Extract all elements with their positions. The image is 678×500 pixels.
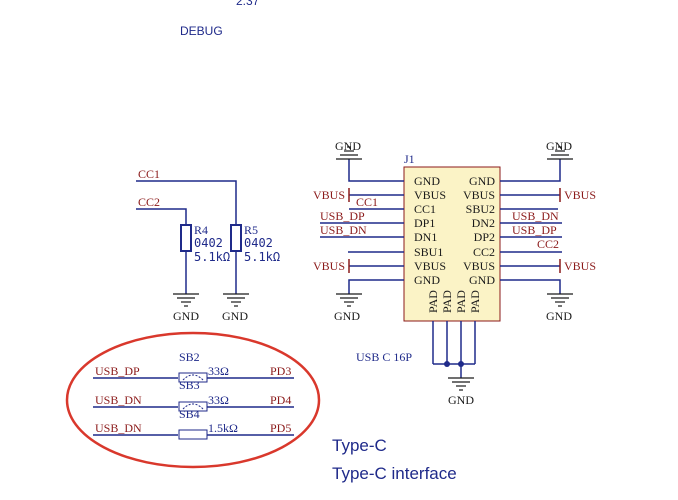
pin-right-2: VBUS bbox=[463, 188, 495, 202]
pin-left-4: DP1 bbox=[414, 216, 435, 230]
ground-symbol-left-top bbox=[336, 146, 362, 160]
r4-value: 5.1kΩ bbox=[194, 250, 230, 264]
ground-symbol-r5 bbox=[223, 293, 249, 307]
caption-title: Type-C bbox=[332, 436, 387, 455]
pin-right-6: CC2 bbox=[473, 245, 495, 259]
net-right-cc2: CC2 bbox=[537, 237, 559, 251]
pad-label-3: PAD bbox=[454, 290, 468, 313]
net-left-vbus-2: VBUS bbox=[313, 259, 345, 273]
junction-2 bbox=[458, 361, 464, 367]
gnd-label-right-bottom: GND bbox=[546, 309, 572, 323]
solder-bridge-section: SB2 USB_DP 33Ω PD3 SB3 USB_DN 33Ω PD4 SB… bbox=[65, 331, 321, 469]
pin-right-8: GND bbox=[469, 273, 495, 287]
net-left-usb-dp: USB_DP bbox=[320, 209, 365, 223]
pin-right-1: GND bbox=[469, 174, 495, 188]
r5-value: 5.1kΩ bbox=[244, 250, 280, 264]
r4-package: 0402 bbox=[194, 236, 223, 250]
sb3-bridge-arc bbox=[182, 403, 204, 410]
net-right-usb-dn: USB_DN bbox=[512, 209, 559, 223]
wire-left-gnd-top bbox=[348, 159, 404, 182]
ground-symbol-left-bottom bbox=[336, 293, 362, 307]
sb4-net: USB_DN bbox=[95, 421, 142, 435]
sb2-net: USB_DP bbox=[95, 364, 140, 378]
pin-left-6: SBU1 bbox=[414, 245, 443, 259]
highlight-ellipse bbox=[65, 331, 321, 469]
net-left-cc1: CC1 bbox=[356, 195, 378, 209]
connector-body bbox=[403, 166, 501, 322]
net-left-vbus-1: VBUS bbox=[313, 188, 345, 202]
pin-right-7: VBUS bbox=[463, 259, 495, 273]
sb4-value: 1.5kΩ bbox=[208, 421, 238, 435]
net-left-usb-dn: USB_DN bbox=[320, 223, 367, 237]
net-right-vbus-1: VBUS bbox=[564, 188, 596, 202]
top-clipped-label: 2.37 bbox=[236, 0, 260, 8]
sb2-bridge-arc bbox=[182, 374, 204, 381]
resistor-r5-body bbox=[230, 224, 242, 252]
r5-package: 0402 bbox=[244, 236, 273, 250]
junction-1 bbox=[444, 361, 450, 367]
sb4-ref: SB4 bbox=[179, 407, 200, 421]
r5-ref: R5 bbox=[244, 223, 258, 237]
sb4-pin: PD5 bbox=[270, 421, 291, 435]
sb2-pin: PD3 bbox=[270, 364, 291, 378]
usb-c-connector: J1 GND VBUS CC1 DP1 DN1 SBU1 VBUS GND GN… bbox=[313, 139, 596, 407]
pin-left-3: CC1 bbox=[414, 202, 436, 216]
r4-ref: R4 bbox=[194, 223, 208, 237]
cc-resistor-section: CC1 CC2 R4 0402 5.1kΩ R5 0402 5.1kΩ GND … bbox=[136, 167, 280, 323]
pin-left-1: GND bbox=[414, 174, 440, 188]
wire-cc2 bbox=[136, 208, 187, 226]
gnd-label-r4: GND bbox=[173, 309, 199, 323]
pad-label-4: PAD bbox=[468, 290, 482, 313]
resistor-r4-body bbox=[180, 224, 192, 252]
sb2-value: 33Ω bbox=[208, 364, 229, 378]
sb3-net: USB_DN bbox=[95, 393, 142, 407]
gnd-label-r5: GND bbox=[222, 309, 248, 323]
ground-symbol-r4 bbox=[173, 293, 199, 307]
connector-ref: J1 bbox=[404, 152, 415, 166]
ground-symbol-right-bottom bbox=[547, 293, 573, 307]
wire-left-gnd-bottom bbox=[348, 279, 404, 294]
caption-subtitle: Type-C interface bbox=[332, 464, 457, 483]
wire-right-gnd-top bbox=[500, 159, 561, 182]
pin-right-5: DP2 bbox=[474, 230, 495, 244]
ground-symbol-pad bbox=[448, 377, 474, 391]
net-right-usb-dp: USB_DP bbox=[512, 223, 557, 237]
sb2-ref: SB2 bbox=[179, 350, 200, 364]
ground-symbol-right-top bbox=[547, 146, 573, 160]
gnd-label-left-bottom: GND bbox=[334, 309, 360, 323]
sb4-body bbox=[178, 429, 208, 440]
gnd-label-pad: GND bbox=[448, 393, 474, 407]
gnd-label-left-top: GND bbox=[335, 139, 361, 153]
wire-cc1 bbox=[136, 180, 237, 226]
net-label-cc1: CC1 bbox=[138, 167, 160, 181]
pin-right-3: SBU2 bbox=[466, 202, 495, 216]
pin-left-8: GND bbox=[414, 273, 440, 287]
sb3-pin: PD4 bbox=[270, 393, 291, 407]
pin-left-7: VBUS bbox=[414, 259, 446, 273]
sb3-value: 33Ω bbox=[208, 393, 229, 407]
debug-label: DEBUG bbox=[180, 24, 223, 38]
pin-left-2: VBUS bbox=[414, 188, 446, 202]
connector-name: USB C 16P bbox=[356, 350, 412, 364]
net-label-cc2: CC2 bbox=[138, 195, 160, 209]
gnd-label-right-top: GND bbox=[546, 139, 572, 153]
net-right-vbus-2: VBUS bbox=[564, 259, 596, 273]
pin-right-4: DN2 bbox=[472, 216, 495, 230]
pad-label-1: PAD bbox=[426, 290, 440, 313]
sb3-ref: SB3 bbox=[179, 378, 200, 392]
pad-label-2: PAD bbox=[440, 290, 454, 313]
wire-right-gnd-bottom bbox=[500, 279, 561, 294]
pin-left-5: DN1 bbox=[414, 230, 437, 244]
